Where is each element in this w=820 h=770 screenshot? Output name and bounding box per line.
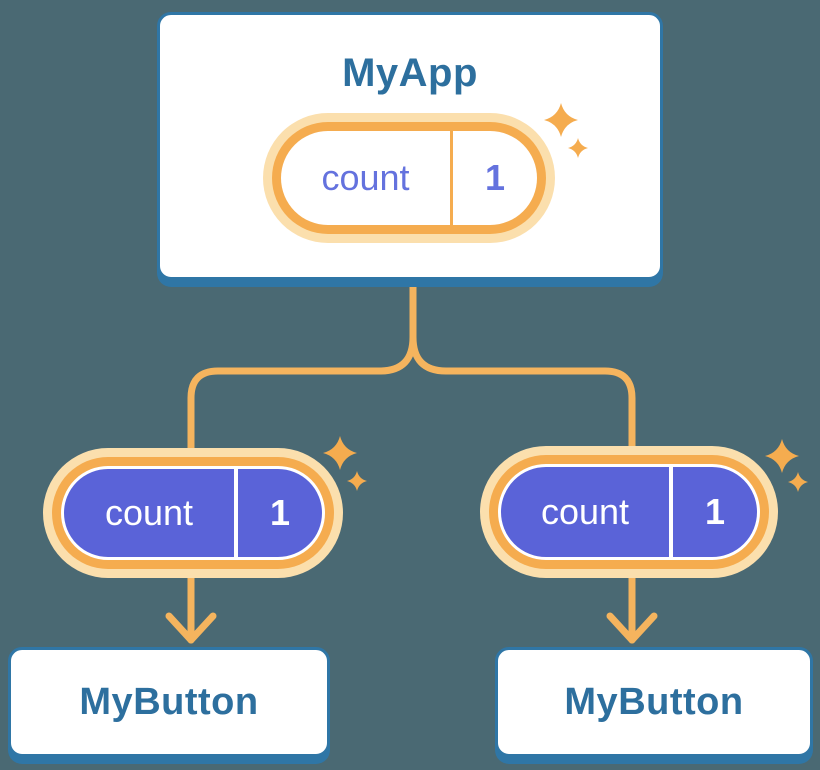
sparkles-icon <box>765 439 808 492</box>
arrow-down-icon <box>606 612 658 644</box>
pill-ring: count 1 <box>272 122 546 234</box>
state-name: count <box>540 491 630 532</box>
component-card-mybutton-right: MyButton <box>495 647 813 757</box>
sparkles-icon <box>323 436 367 491</box>
pill-divider <box>450 131 453 225</box>
component-title: MyButton <box>564 680 744 723</box>
state-value: 1 <box>269 492 291 533</box>
component-title: MyApp <box>342 51 478 95</box>
arrow-down-icon <box>165 612 217 644</box>
pill-ring: count 1 <box>489 455 769 569</box>
state-value: 1 <box>484 157 506 198</box>
state-value: 1 <box>704 491 726 532</box>
sparkles-icon <box>544 103 588 158</box>
component-card-mybutton-left: MyButton <box>8 647 330 757</box>
state-pill-left: count 1 <box>43 448 343 578</box>
state-pill-root: count 1 <box>263 113 555 243</box>
pill-divider <box>234 469 238 557</box>
state-pill-right: count 1 <box>480 446 778 578</box>
state-name: count <box>104 492 194 533</box>
state-name: count <box>321 157 410 198</box>
component-title: MyButton <box>79 680 259 723</box>
pill-ring: count 1 <box>52 457 334 569</box>
pill-divider <box>669 467 673 557</box>
connector-right-branch <box>409 277 636 644</box>
